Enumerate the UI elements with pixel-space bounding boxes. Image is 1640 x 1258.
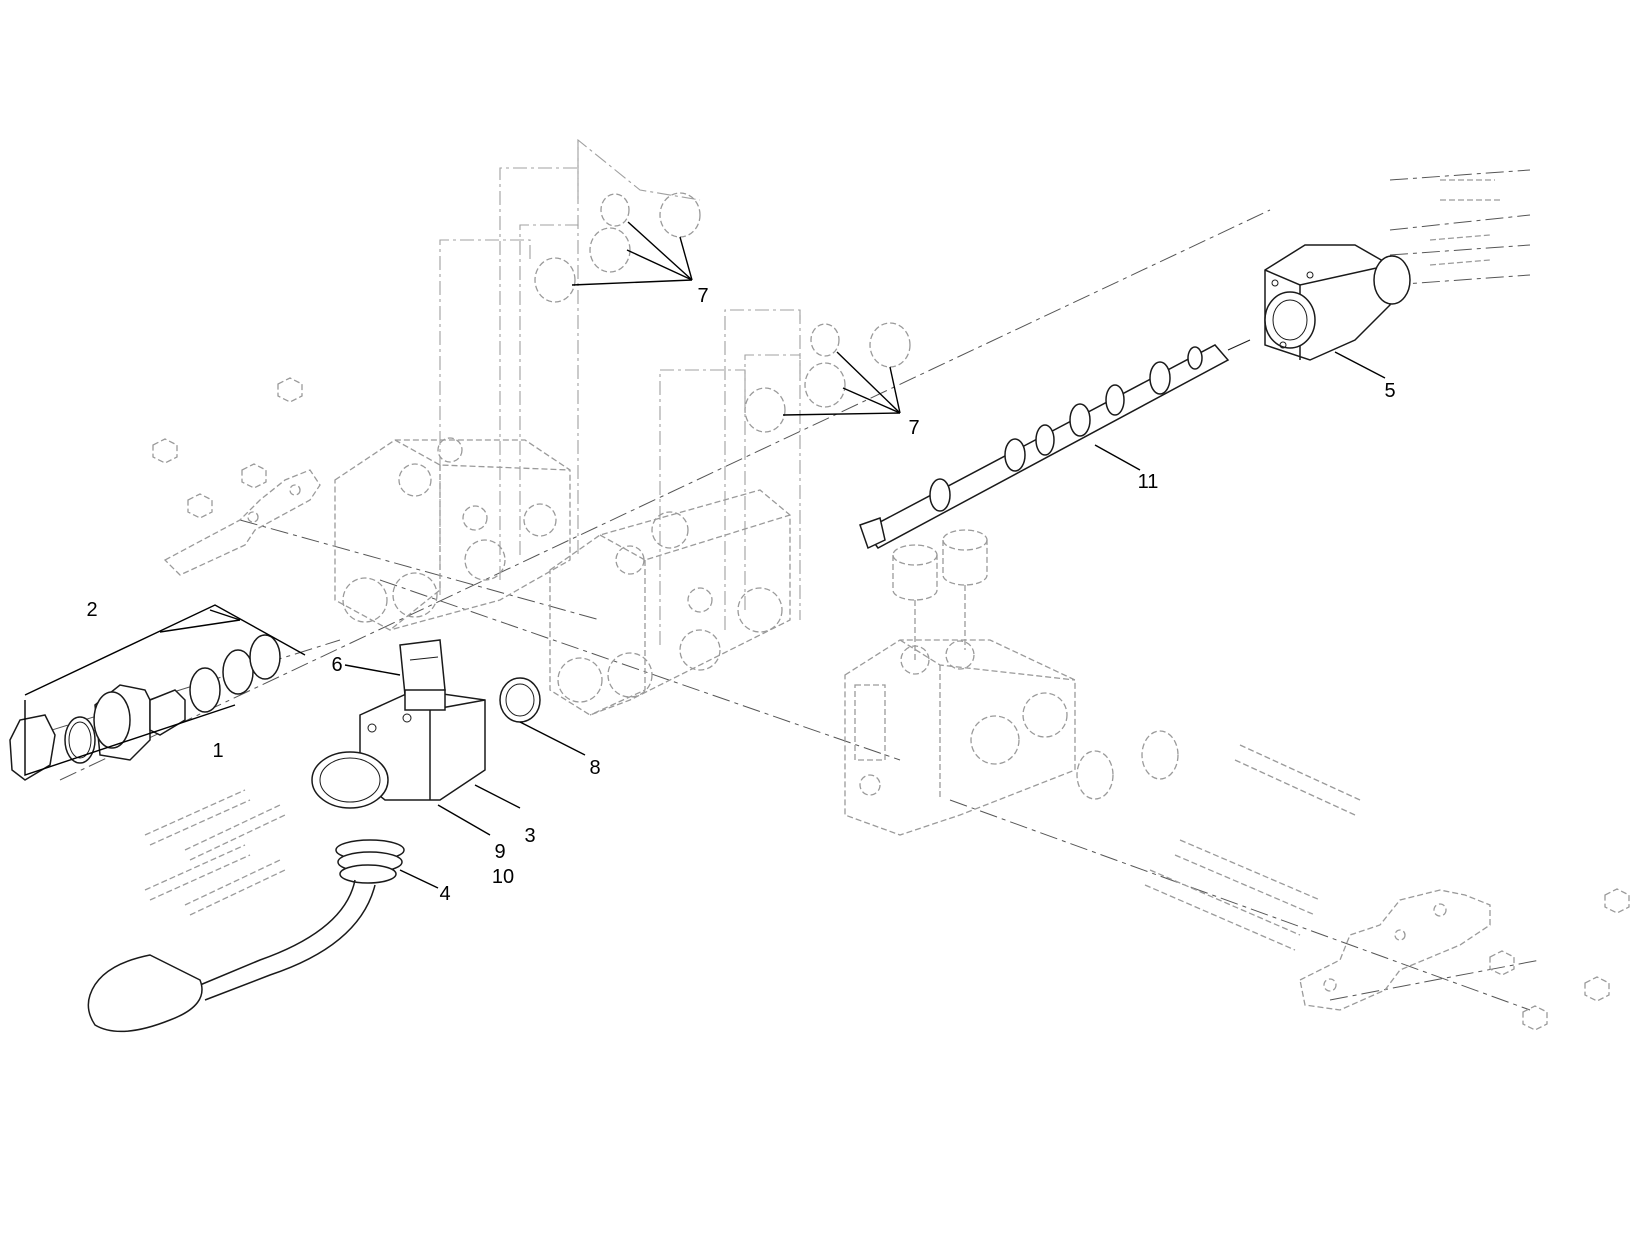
lower-oring-alignment-frame — [659, 309, 801, 645]
relief-valve-cartridge — [9, 634, 281, 781]
end-section-plug-ghosts — [892, 529, 1179, 800]
callout-1: 1 — [212, 740, 223, 762]
nut-ghosts — [152, 377, 1630, 1031]
lever-actuator-assembly — [87, 689, 486, 1033]
orings-upper-ghost — [534, 192, 701, 303]
callout-9: 9 — [494, 841, 505, 863]
callout-7-lower: 7 — [908, 417, 919, 439]
bracket-right-ghost — [1299, 889, 1491, 1011]
cartridge-bracket-lines — [24, 604, 306, 776]
callout-labels: 1 2 3 4 5 6 7 7 8 9 10 11 — [86, 285, 1395, 905]
callout-5: 5 — [1384, 380, 1395, 402]
upper-oring-alignment-frame — [439, 138, 701, 595]
sensor-connector — [399, 639, 446, 711]
valve-section-left-ghost — [334, 437, 571, 631]
valve-end-section-ghost — [844, 639, 1076, 836]
callout-7-upper: 7 — [697, 285, 708, 307]
callout-3: 3 — [524, 825, 535, 847]
assembly-centerlines — [19, 169, 1541, 1011]
orings-lower-ghost — [744, 322, 911, 433]
callout-11: 11 — [1138, 471, 1159, 493]
spool-assembly — [859, 339, 1251, 550]
seal-ring-8 — [499, 677, 541, 723]
valve-section-middle-ghost — [549, 489, 791, 716]
callout-4: 4 — [439, 883, 450, 905]
tie-rod-ghosts — [144, 179, 1500, 951]
callout-2: 2 — [86, 599, 97, 621]
callout-8: 8 — [589, 757, 600, 779]
bracket-left-ghost — [163, 469, 321, 576]
leader-lines — [344, 221, 1386, 889]
callout-10: 10 — [492, 866, 514, 888]
callout-6: 6 — [331, 654, 342, 676]
solenoid-actuator — [1264, 244, 1411, 361]
